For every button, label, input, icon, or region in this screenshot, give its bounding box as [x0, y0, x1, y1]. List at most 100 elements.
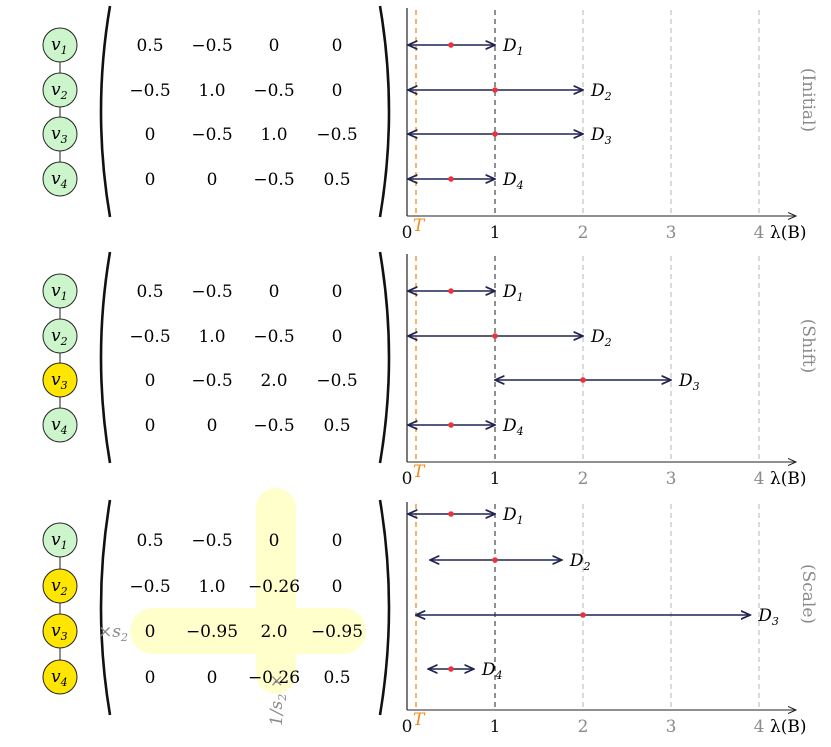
matrix-entry-r3c4: −0.5 — [316, 371, 357, 391]
matrix-entry-r1c1: 0.5 — [136, 531, 163, 551]
matrix-entry-r2c4: 0 — [332, 577, 343, 597]
matrix-entry-r2c3: −0.5 — [253, 81, 294, 101]
matrix-entry-r3c3: 1.0 — [260, 125, 287, 145]
lambda-axis-label: λ(B) — [770, 469, 807, 489]
matrix-entry-r4c1: 0 — [145, 416, 156, 436]
matrix-entry-r1c4: 0 — [332, 36, 343, 56]
disc-center-3 — [580, 612, 586, 618]
tick-label-1: 1 — [490, 223, 501, 243]
matrix-entry-r2c3: −0.26 — [248, 577, 300, 597]
disc-center-4 — [448, 666, 454, 672]
matrix-left-bracket — [99, 499, 112, 716]
matrix-entry-r4c3: −0.5 — [253, 416, 294, 436]
disc-label-2: D2 — [590, 81, 612, 103]
node-label-v1: v1 — [51, 530, 68, 552]
matrix-entry-r4c2: 0 — [207, 668, 218, 688]
matrix-entry-r2c2: 1.0 — [198, 81, 225, 101]
disc-center-3 — [580, 377, 586, 383]
disc-center-4 — [448, 422, 454, 428]
matrix-entry-r4c2: 0 — [207, 416, 218, 436]
tick-label-4: 4 — [754, 469, 765, 489]
disc-center-2 — [492, 557, 498, 563]
column-scale-fraction: 1/s2 — [267, 694, 289, 726]
tick-label-0: 0 — [402, 223, 413, 243]
disc-label-1: D1 — [502, 36, 524, 58]
node-v3 — [42, 613, 78, 649]
lambda-axis-label: λ(B) — [770, 223, 807, 243]
node-v2 — [42, 568, 78, 604]
matrix-entry-r1c3: 0 — [269, 282, 280, 302]
panel-side-label-text: (Initial) — [798, 68, 818, 132]
disc-label-2: D2 — [569, 551, 591, 573]
matrix-entry-r3c1: 0 — [145, 371, 156, 391]
disc-center-2 — [492, 333, 498, 339]
matrix-entry-r1c2: −0.5 — [191, 282, 232, 302]
node-label-v4: v4 — [51, 415, 68, 437]
matrix-right-bracket — [378, 5, 391, 218]
node-v2 — [42, 318, 78, 354]
node-label-v4: v4 — [51, 169, 68, 191]
panel-side-label: (Scale) — [798, 564, 818, 624]
node-v1 — [42, 522, 78, 558]
node-v3 — [42, 362, 78, 398]
matrix-entry-r1c3: 0 — [269, 36, 280, 56]
matrix-entry-r3c1: 0 — [145, 622, 156, 642]
node-label-v3: v3 — [51, 124, 68, 146]
disc-center-1 — [448, 42, 454, 48]
matrix-entry-r2c1: −0.5 — [129, 577, 170, 597]
panel-side-label-text: (Shift) — [798, 319, 818, 373]
disc-label-4: D4 — [481, 660, 503, 682]
tick-label-4: 4 — [754, 223, 765, 243]
tick-label-0: 0 — [402, 717, 413, 737]
tick-label-2: 2 — [578, 717, 589, 737]
disc-label-3: D3 — [590, 125, 612, 147]
matrix-entry-r2c2: 1.0 — [198, 577, 225, 597]
matrix-entry-r3c4: −0.95 — [311, 622, 363, 642]
matrix-entry-r2c3: −0.5 — [253, 327, 294, 347]
matrix-entry-r3c3: 2.0 — [260, 622, 287, 642]
matrix-entry-r1c3: 0 — [269, 531, 280, 551]
tick-label-0: 0 — [402, 469, 413, 489]
node-v2 — [42, 72, 78, 108]
tick-label-3: 3 — [666, 223, 677, 243]
matrix-entry-r2c1: −0.5 — [129, 81, 170, 101]
matrix-entry-r4c3: −0.26 — [248, 668, 300, 688]
node-label-v4: v4 — [51, 667, 68, 689]
panel-side-label-text: (Scale) — [798, 564, 818, 624]
disc-label-1: D1 — [502, 505, 524, 527]
disc-label-2: D2 — [590, 327, 612, 349]
matrix-entry-r1c1: 0.5 — [136, 282, 163, 302]
matrix-entry-r3c2: −0.5 — [191, 125, 232, 145]
tick-label-1: 1 — [490, 717, 501, 737]
matrix-entry-r2c4: 0 — [332, 81, 343, 101]
column-scale-label: 1/s2× — [267, 674, 289, 726]
matrix-entry-r2c1: −0.5 — [129, 327, 170, 347]
matrix-entry-r4c3: −0.5 — [253, 170, 294, 190]
matrix-entry-r1c2: −0.5 — [191, 36, 232, 56]
tick-label-3: 3 — [666, 469, 677, 489]
node-label-v3: v3 — [51, 370, 68, 392]
node-label-v1: v1 — [51, 35, 68, 57]
tick-label-2: 2 — [578, 469, 589, 489]
tick-label-1: 1 — [490, 469, 501, 489]
matrix-right-bracket — [378, 251, 391, 464]
node-v4 — [42, 161, 78, 197]
matrix-entry-r2c2: 1.0 — [198, 327, 225, 347]
node-v4 — [42, 407, 78, 443]
matrix-entry-r3c2: −0.5 — [191, 371, 232, 391]
disc-center-4 — [448, 176, 454, 182]
disc-center-3 — [492, 131, 498, 137]
node-label-v2: v2 — [51, 576, 68, 598]
matrix-entry-r1c4: 0 — [332, 531, 343, 551]
matrix-right-bracket — [378, 499, 391, 716]
matrix-entry-r4c4: 0.5 — [323, 668, 350, 688]
disc-label-3: D3 — [757, 606, 779, 628]
tick-label-2: 2 — [578, 223, 589, 243]
matrix-entry-r4c2: 0 — [207, 170, 218, 190]
tick-label-4: 4 — [754, 717, 765, 737]
matrix-entry-r4c1: 0 — [145, 170, 156, 190]
node-v4 — [42, 659, 78, 695]
node-label-v3: v3 — [51, 621, 68, 643]
